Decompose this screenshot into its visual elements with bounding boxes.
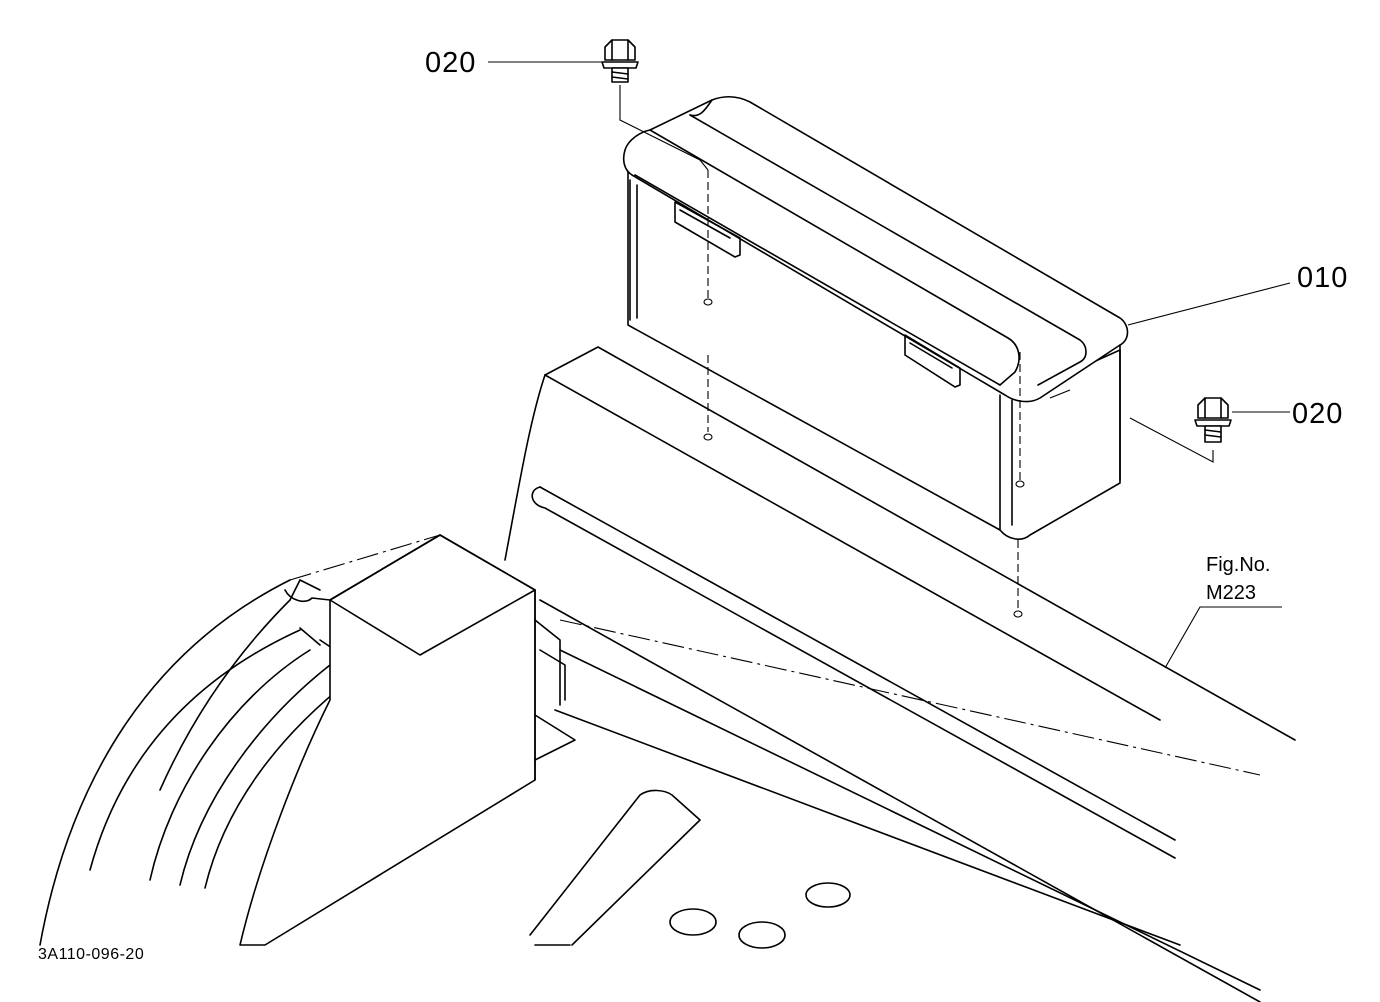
callout-leaders — [488, 61, 1291, 669]
fig-ref-line1: Fig.No. — [1206, 554, 1270, 576]
toolbox — [622, 96, 1129, 540]
fender — [39, 534, 441, 946]
fig-ref-line2: M223 — [1206, 582, 1256, 604]
mounting-block — [239, 534, 576, 946]
bolt-right-icon — [1194, 397, 1232, 443]
callout-010: 010 — [1297, 262, 1348, 294]
floor-panel — [504, 346, 1296, 1002]
assembly-lines — [619, 85, 1214, 618]
callout-020-right: 020 — [1292, 398, 1343, 430]
callout-020-top: 020 — [425, 47, 476, 79]
drawing-number: 3A110-096-20 — [38, 946, 144, 963]
bolt-top-icon — [601, 39, 639, 83]
